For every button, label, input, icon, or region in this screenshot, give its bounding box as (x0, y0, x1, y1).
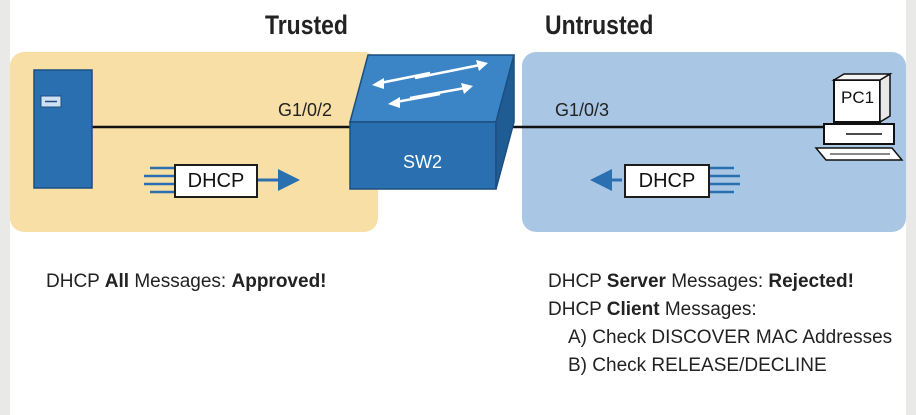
diagram-canvas: Trusted Untrusted (10, 0, 906, 415)
note-bold: Approved! (231, 271, 327, 292)
untrusted-note: DHCP Server Messages: Rejected! DHCP Cli… (548, 268, 892, 380)
port-label-left: G1/0/2 (278, 100, 333, 120)
server-icon (33, 69, 93, 189)
note-bold: All (104, 271, 130, 292)
diagram-graphics (33, 54, 904, 194)
note-text: Messages: (659, 299, 757, 320)
note-text: DHCP (548, 299, 607, 320)
switch-icon (349, 54, 515, 190)
untrusted-note-line4: B) Check RELEASE/DECLINE (568, 355, 827, 376)
pc-icon (814, 72, 904, 161)
note-bold: Server (606, 271, 666, 292)
port-label-right: G1/0/3 (555, 100, 610, 120)
note-text: DHCP (46, 271, 105, 292)
untrusted-title: Untrusted (545, 10, 654, 40)
note-text: DHCP (548, 271, 607, 292)
note-text: Messages: (129, 271, 232, 292)
untrusted-note-line3: A) Check DISCOVER MAC Addresses (568, 327, 893, 348)
arrow-left-icon (590, 166, 740, 194)
arrow-right-icon (144, 166, 300, 194)
dhcp-message-right: DHCP (624, 164, 710, 198)
trusted-title: Trusted (265, 10, 348, 40)
switch-label: SW2 (403, 152, 443, 172)
trusted-note: DHCP All Messages: Approved! (46, 268, 327, 296)
untrusted-note-line2: DHCP Client Messages: (548, 296, 892, 324)
untrusted-note-line1: DHCP Server Messages: Rejected! (548, 268, 892, 296)
pc-label: PC1 (841, 88, 875, 107)
note-bold: Client (606, 299, 660, 320)
dhcp-message-left: DHCP (174, 164, 258, 198)
note-text: Messages: (665, 271, 769, 292)
note-bold: Rejected! (768, 271, 854, 292)
